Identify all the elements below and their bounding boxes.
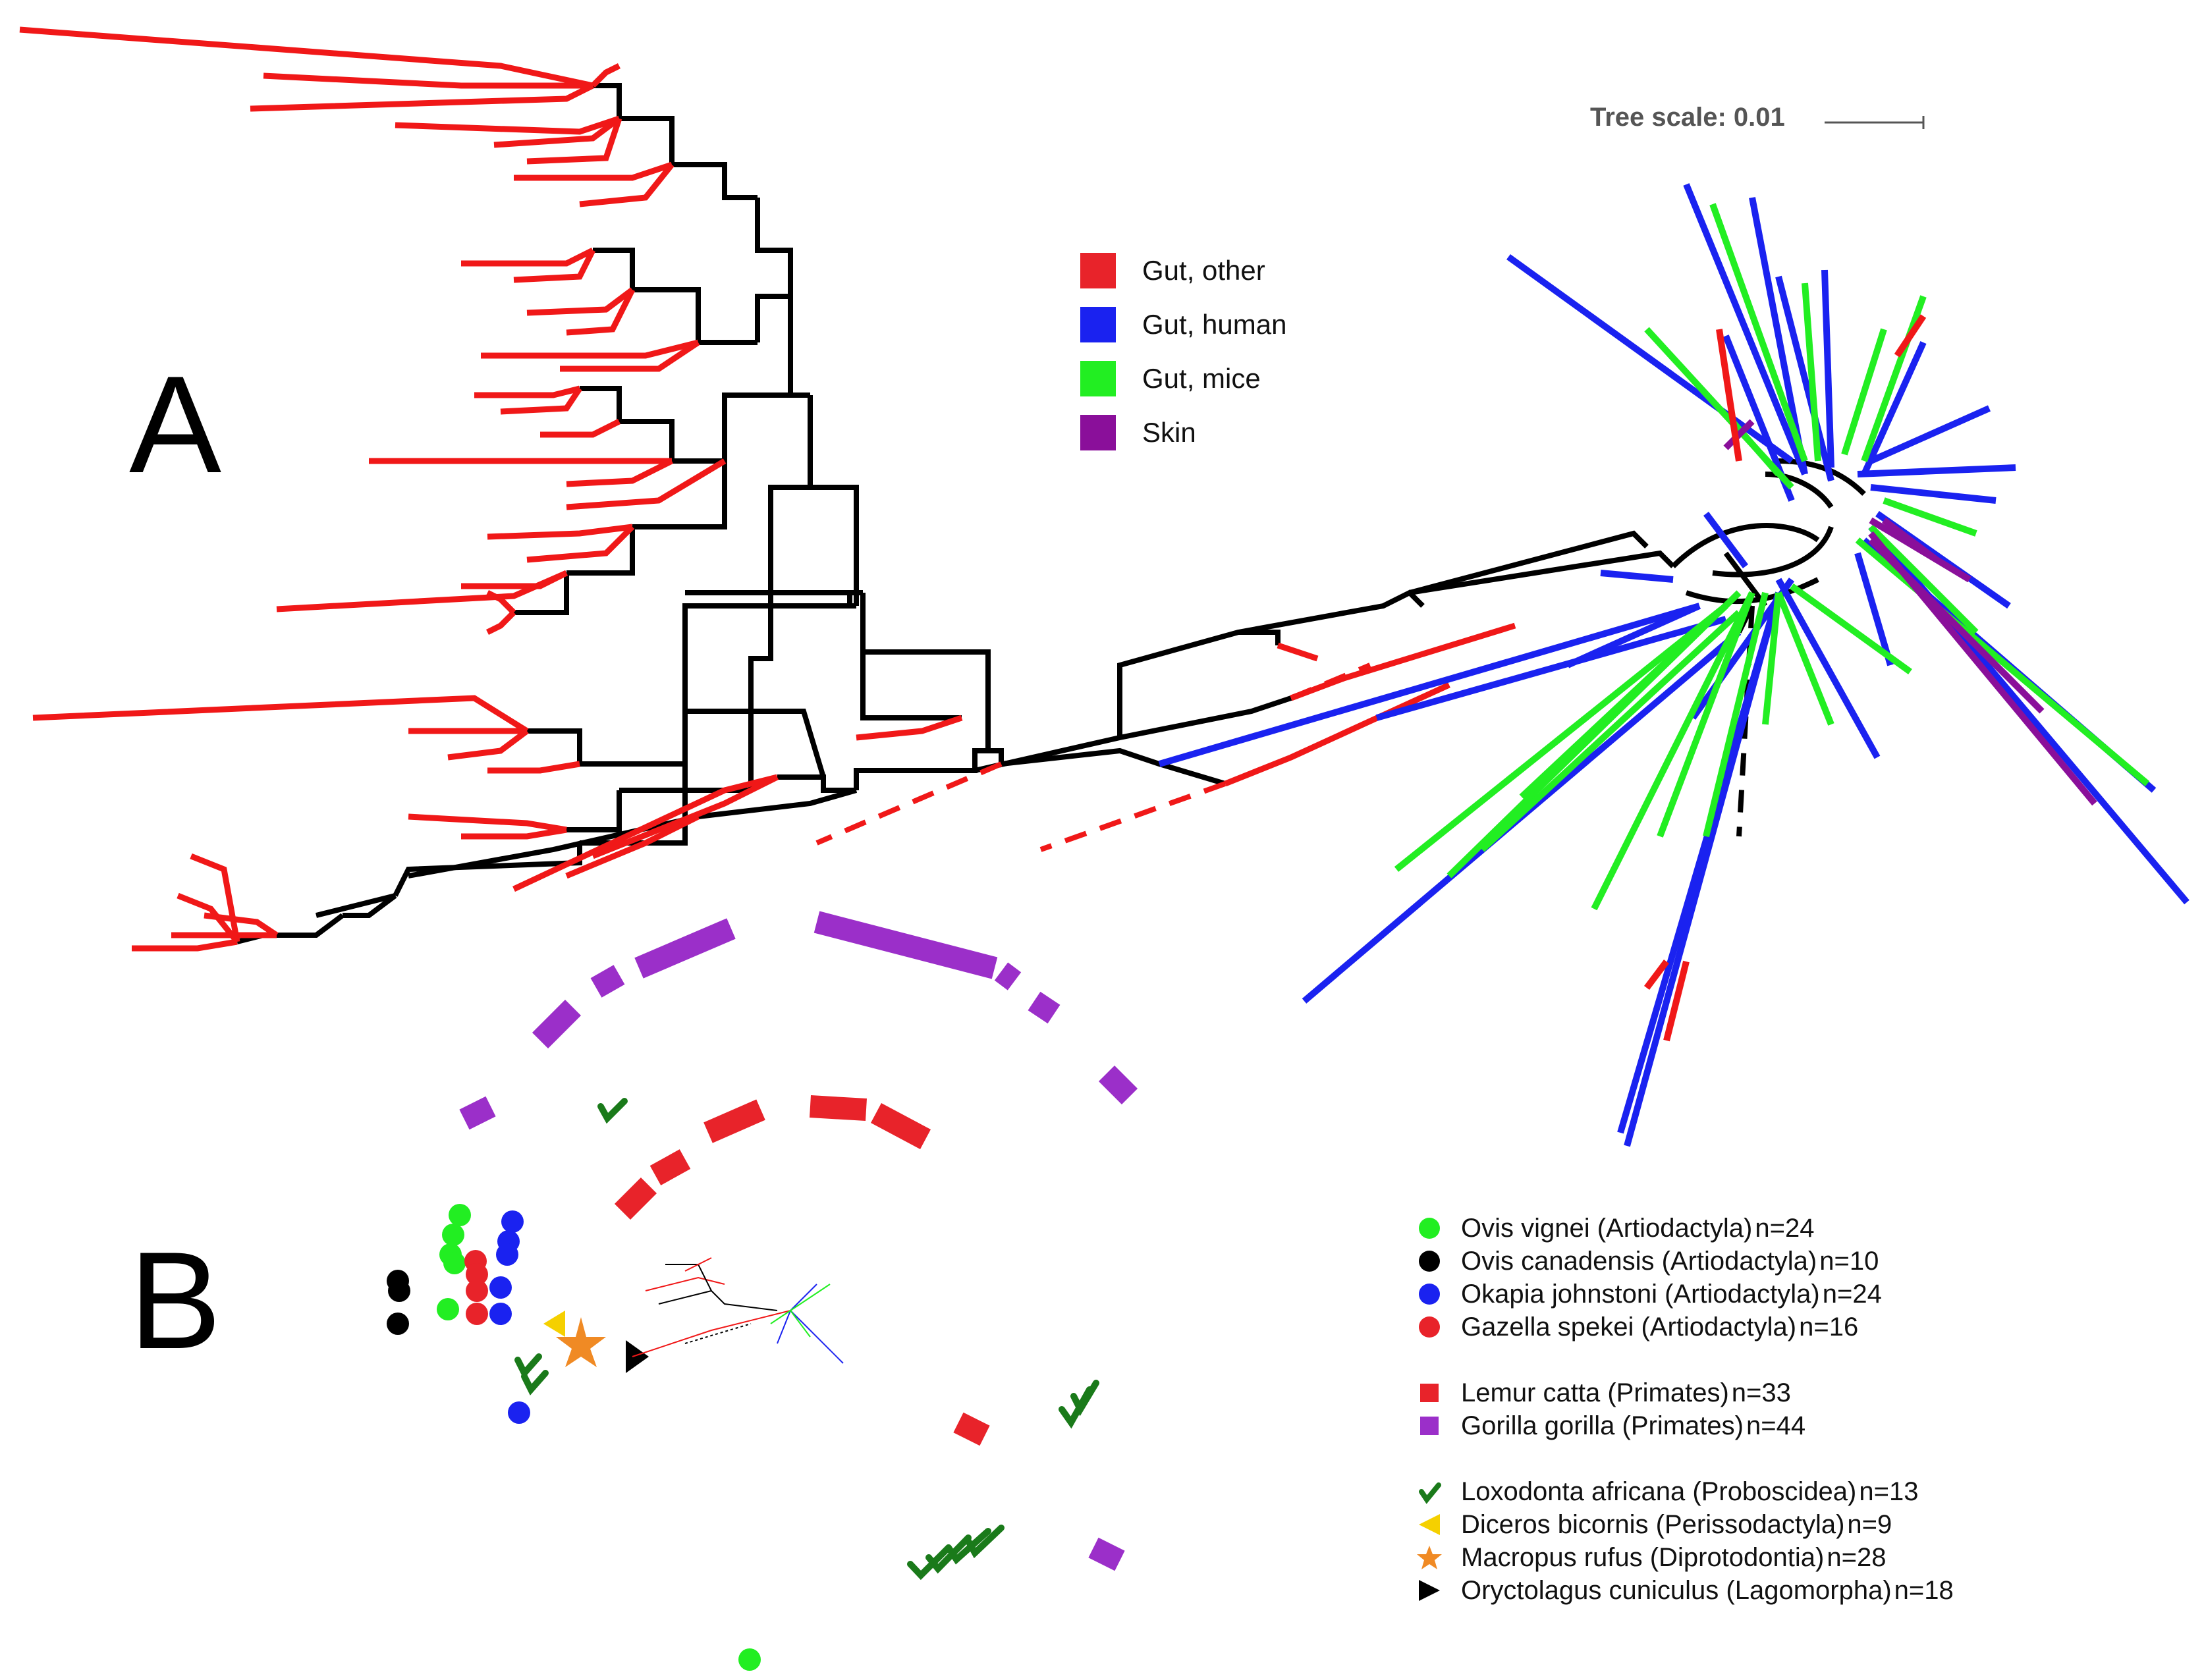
ring-outer-purple: [459, 911, 1138, 1571]
scale-bar: [1825, 116, 1925, 129]
host-markers: [387, 1204, 761, 1671]
legend-swatch: [1080, 307, 1116, 342]
check-marker-icon: [1410, 1477, 1449, 1506]
host-legend-item: Ovis vignei (Artiodactyla)n=24: [1410, 1212, 1954, 1245]
legend-item-skin: Skin: [1080, 406, 1286, 460]
host-legend-item: Ovis canadensis (Artiodactyla)n=10: [1410, 1245, 1954, 1278]
host-legend-label: Diceros bicornis (Perissodactyla): [1461, 1509, 1845, 1539]
host-legend-label: Loxodonta africana (Proboscidea): [1461, 1477, 1857, 1506]
host-legend-label: Lemur catta (Primates): [1461, 1378, 1729, 1407]
tree-scale-label: Tree scale: 0.01: [1590, 103, 1785, 132]
host-legend-item: Oryctolagus cuniculus (Lagomorpha)n=18: [1410, 1574, 1954, 1607]
tree-a-dashed-branches: [815, 663, 1371, 852]
host-legend-label: Oryctolagus cuniculus (Lagomorpha): [1461, 1575, 1892, 1605]
circle-marker-icon: [1410, 1247, 1449, 1276]
host-legend-item: Lemur catta (Primates)n=33: [1410, 1376, 1954, 1409]
host-legend-label: Ovis canadensis (Artiodactyla): [1461, 1246, 1817, 1276]
host-legend-count: n=33: [1731, 1378, 1791, 1407]
host-legend-count: n=24: [1822, 1279, 1882, 1309]
host-legend-count: n=16: [1799, 1312, 1859, 1341]
host-legend-item: Gorilla gorilla (Primates)n=44: [1410, 1409, 1954, 1442]
host-legend-label: Macropus rufus (Diprotodontia): [1461, 1542, 1825, 1572]
panel-label-a: A: [129, 347, 222, 502]
triangle-left-marker-icon: [1410, 1510, 1449, 1539]
host-legend-count: n=13: [1859, 1477, 1919, 1506]
habitat-legend: Gut, other Gut, human Gut, mice Skin: [1080, 244, 1286, 460]
host-legend-count: n=10: [1819, 1246, 1879, 1276]
host-legend-item: Loxodonta africana (Proboscidea)n=13: [1410, 1475, 1954, 1508]
ring-inner-red: [614, 1095, 990, 1446]
host-legend-count: n=24: [1755, 1213, 1815, 1243]
host-legend-count: n=44: [1746, 1411, 1806, 1440]
tree-a-radial-green: [1394, 203, 2150, 911]
host-legend-item: Gazella spekei (Artiodactyla)n=16: [1410, 1311, 1954, 1343]
tree-a-radial-purple: [1723, 419, 2097, 806]
legend-spacer: [1410, 1343, 1954, 1376]
host-legend-item: Okapia johnstoni (Artiodactyla)n=24: [1410, 1278, 1954, 1311]
host-legend-item: Diceros bicornis (Perissodactyla)n=9: [1410, 1508, 1954, 1541]
circle-marker-icon: [1410, 1214, 1449, 1243]
host-legend-item: Macropus rufus (Diprotodontia)n=28: [1410, 1541, 1954, 1574]
legend-label: Gut, mice: [1142, 363, 1261, 394]
legend-label: Gut, other: [1142, 255, 1265, 286]
star-marker-icon: [1410, 1543, 1449, 1572]
legend-swatch: [1080, 361, 1116, 396]
host-legend-label: Ovis vignei (Artiodactyla): [1461, 1213, 1753, 1243]
circle-marker-icon: [1410, 1280, 1449, 1309]
loxodonta-check-marks: [514, 1098, 1099, 1581]
legend-swatch: [1080, 415, 1116, 450]
legend-spacer: [1410, 1442, 1954, 1475]
legend-item-gut-mice: Gut, mice: [1080, 352, 1286, 406]
panel-label-b: B: [129, 1223, 222, 1378]
triangle-right-marker-icon: [1410, 1576, 1449, 1605]
legend-item-gut-human: Gut, human: [1080, 298, 1286, 352]
legend-swatch: [1080, 253, 1116, 288]
tree-a-radial-red: [1644, 314, 1927, 1042]
host-legend-label: Gazella spekei (Artiodactyla): [1461, 1312, 1797, 1341]
legend-label: Skin: [1142, 417, 1196, 448]
host-legend-label: Gorilla gorilla (Primates): [1461, 1411, 1744, 1440]
square-marker-icon: [1410, 1411, 1449, 1440]
host-legend-count: n=9: [1847, 1509, 1892, 1539]
host-legend-label: Okapia johnstoni (Artiodactyla): [1461, 1279, 1820, 1309]
legend-label: Gut, human: [1142, 309, 1287, 340]
square-marker-icon: [1410, 1378, 1449, 1407]
tree-a-backbone: [236, 83, 1675, 944]
circle-marker-icon: [1410, 1313, 1449, 1341]
legend-item-gut-other: Gut, other: [1080, 244, 1286, 298]
host-legend: Ovis vignei (Artiodactyla)n=24 Ovis cana…: [1410, 1212, 1954, 1607]
host-legend-count: n=18: [1894, 1575, 1954, 1605]
host-legend-count: n=28: [1827, 1542, 1887, 1572]
mini-tree: [632, 1257, 844, 1364]
